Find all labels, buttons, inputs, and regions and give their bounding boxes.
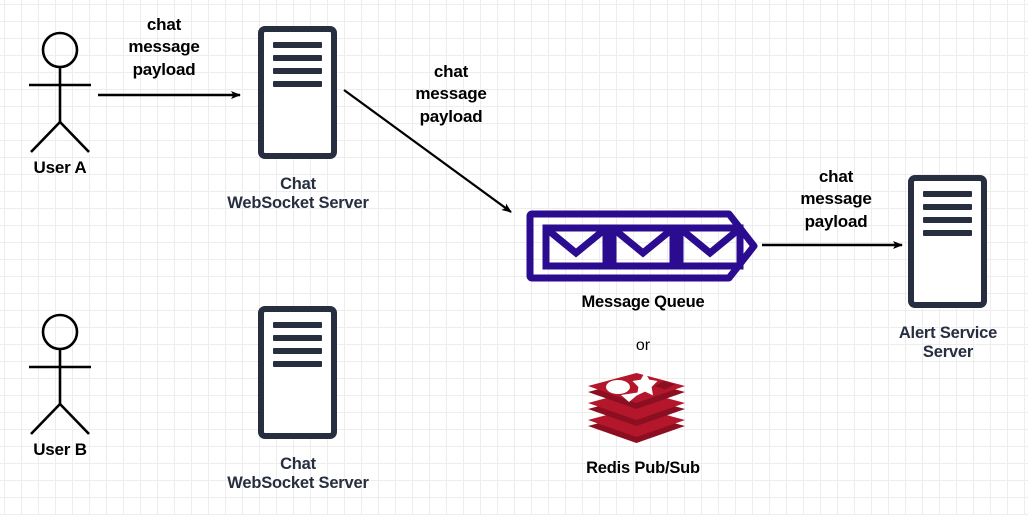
actor-user-a-label: User A xyxy=(33,158,87,177)
server-chat-ws-server-bottom[interactable] xyxy=(258,306,337,439)
edge-user-a-to-chat-server-label: chat message payload xyxy=(128,15,200,79)
server-alert-service-server-label: Alert Service Server xyxy=(898,324,998,362)
stick-figure-icon xyxy=(29,31,91,153)
server-alert-service-server[interactable] xyxy=(908,175,987,308)
envelope-icon-2 xyxy=(609,224,677,270)
server-chat-ws-server-top-label: Chat WebSocket Server xyxy=(227,175,369,213)
edge-chat-server-to-queue xyxy=(343,89,512,213)
actor-user-a[interactable] xyxy=(22,30,98,160)
message-queue-icon xyxy=(526,210,758,282)
server-icon xyxy=(273,42,322,94)
actor-user-b[interactable] xyxy=(22,312,98,442)
stick-figure-icon xyxy=(29,313,91,435)
message-queue-label: Message Queue xyxy=(581,293,705,311)
message-queue[interactable] xyxy=(524,208,762,289)
actor-user-b-label: User B xyxy=(33,440,87,459)
server-icon xyxy=(273,322,322,374)
edge-queue-to-alert-server-label: chat message payload xyxy=(800,167,872,231)
server-icon xyxy=(923,191,972,243)
alternative-separator-label: or xyxy=(635,337,651,354)
server-chat-ws-server-bottom-label: Chat WebSocket Server xyxy=(227,455,369,493)
envelope-icon-3 xyxy=(676,224,744,270)
edge-chat-server-to-queue-label: chat message payload xyxy=(415,62,487,126)
redis-pubsub[interactable] xyxy=(585,363,688,453)
envelope-icon-1 xyxy=(542,224,610,270)
redis-logo-icon xyxy=(588,372,685,443)
server-chat-ws-server-top[interactable] xyxy=(258,26,337,159)
redis-pubsub-label: Redis Pub/Sub xyxy=(586,459,700,477)
